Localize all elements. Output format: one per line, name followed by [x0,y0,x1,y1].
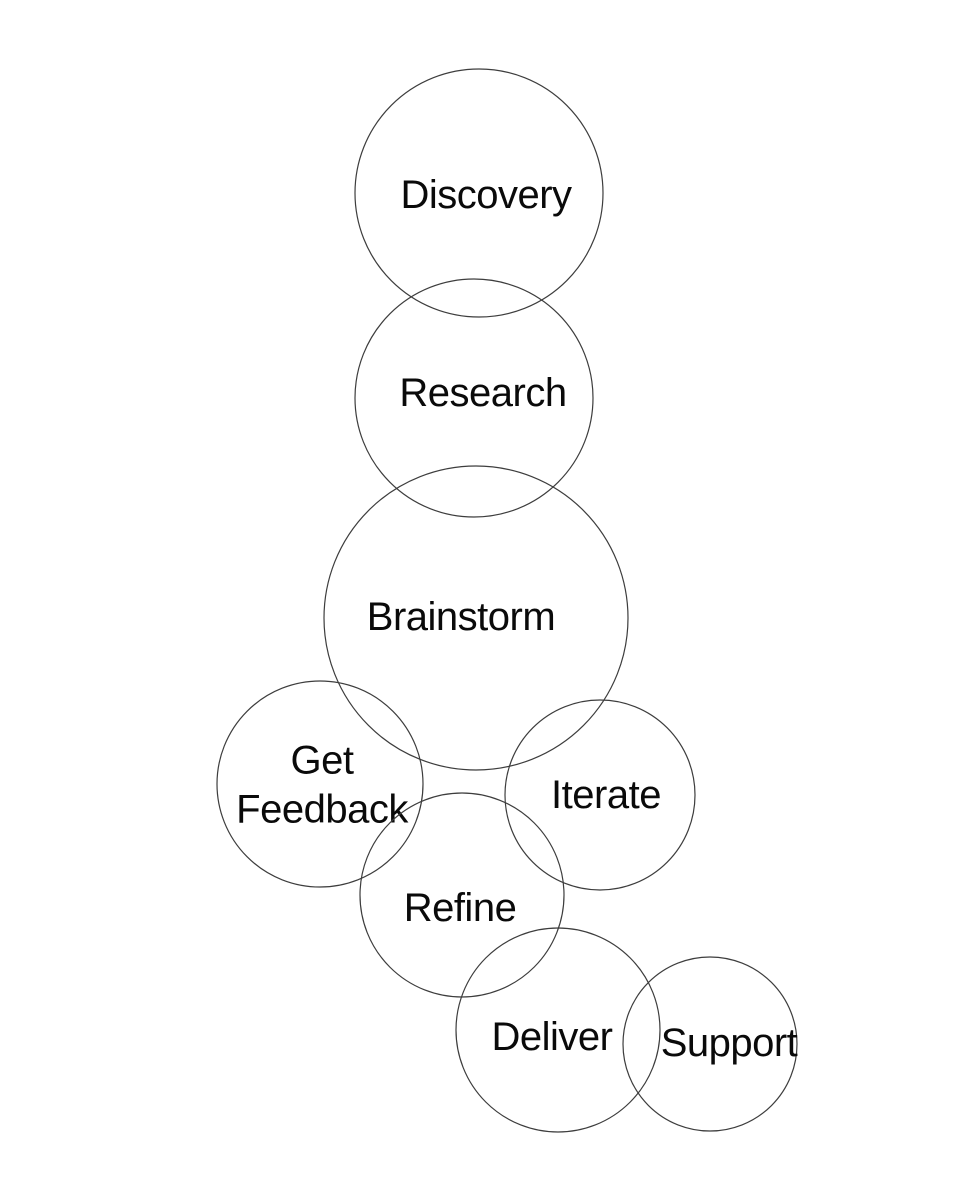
label-support: Support [661,1021,798,1065]
circle-discovery [354,68,604,318]
label-line-research-0: Research [399,371,566,415]
label-line-get-feedback-1: Feedback [236,788,409,832]
label-line-deliver-0: Deliver [492,1015,613,1059]
node-brainstorm: Brainstorm [323,465,629,771]
circle-research [354,278,594,518]
node-support: Support [622,956,798,1132]
label-deliver: Deliver [492,1015,613,1059]
label-line-get-feedback-0: Get [291,739,354,783]
node-research: Research [354,278,594,518]
node-refine: Refine [359,792,565,998]
label-iterate: Iterate [551,773,661,817]
node-iterate: Iterate [504,699,696,891]
circle-deliver [455,927,661,1133]
label-discovery: Discovery [400,173,572,217]
node-discovery: Discovery [354,68,604,318]
label-research: Research [399,371,566,415]
label-brainstorm: Brainstorm [367,595,555,639]
circle-get-feedback [216,680,424,888]
circle-brainstorm [323,465,629,771]
label-line-brainstorm-0: Brainstorm [367,595,555,639]
label-refine: Refine [404,886,517,930]
circle-support [622,956,798,1132]
label-line-refine-0: Refine [404,886,517,930]
circle-iterate [504,699,696,891]
label-line-discovery-0: Discovery [400,173,572,217]
node-deliver: Deliver [455,927,661,1133]
label-line-iterate-0: Iterate [551,773,661,817]
label-line-support-0: Support [661,1021,798,1065]
